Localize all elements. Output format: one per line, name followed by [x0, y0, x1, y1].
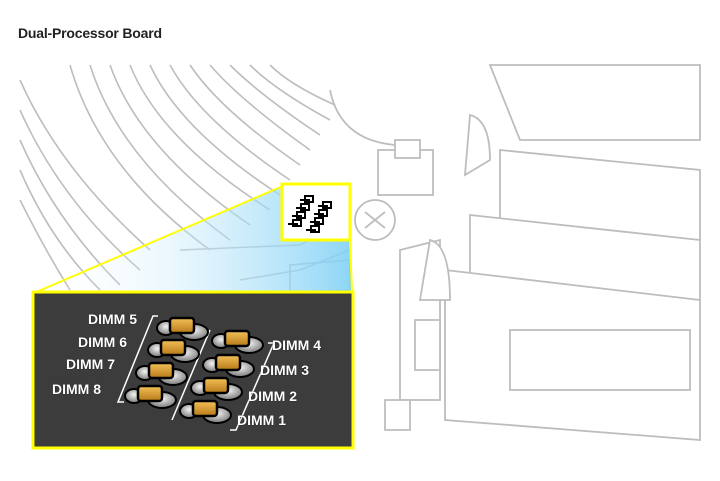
dimm-label-2: DIMM 2	[248, 388, 297, 404]
dimm-modules	[124, 316, 264, 424]
diagram-title: Dual-Processor Board	[18, 25, 162, 41]
dimm-label-4: DIMM 4	[272, 337, 321, 353]
dimm-label-7: DIMM 7	[66, 356, 115, 372]
dimm-location-mini	[288, 195, 332, 233]
dimm-module-7	[147, 361, 175, 380]
dimm-module-1	[191, 399, 219, 418]
dimm-brackets	[116, 315, 276, 431]
dimm-module-6	[159, 338, 187, 357]
right-components	[289, 64, 701, 441]
dimm-label-5: DIMM 5	[88, 311, 137, 327]
dimm-module-5	[168, 316, 196, 335]
dimm-label-1: DIMM 1	[237, 412, 286, 428]
callout-beam	[34, 186, 353, 293]
callout-connectors	[33, 185, 353, 294]
dimm-module-8	[136, 384, 164, 403]
dimm-module-4	[223, 329, 251, 348]
dimm-label-6: DIMM 6	[78, 334, 127, 350]
dimm-label-8: DIMM 8	[52, 381, 101, 397]
dimm-module-3	[214, 353, 242, 372]
dimm-module-2	[202, 376, 230, 395]
dimm-label-3: DIMM 3	[260, 362, 309, 378]
